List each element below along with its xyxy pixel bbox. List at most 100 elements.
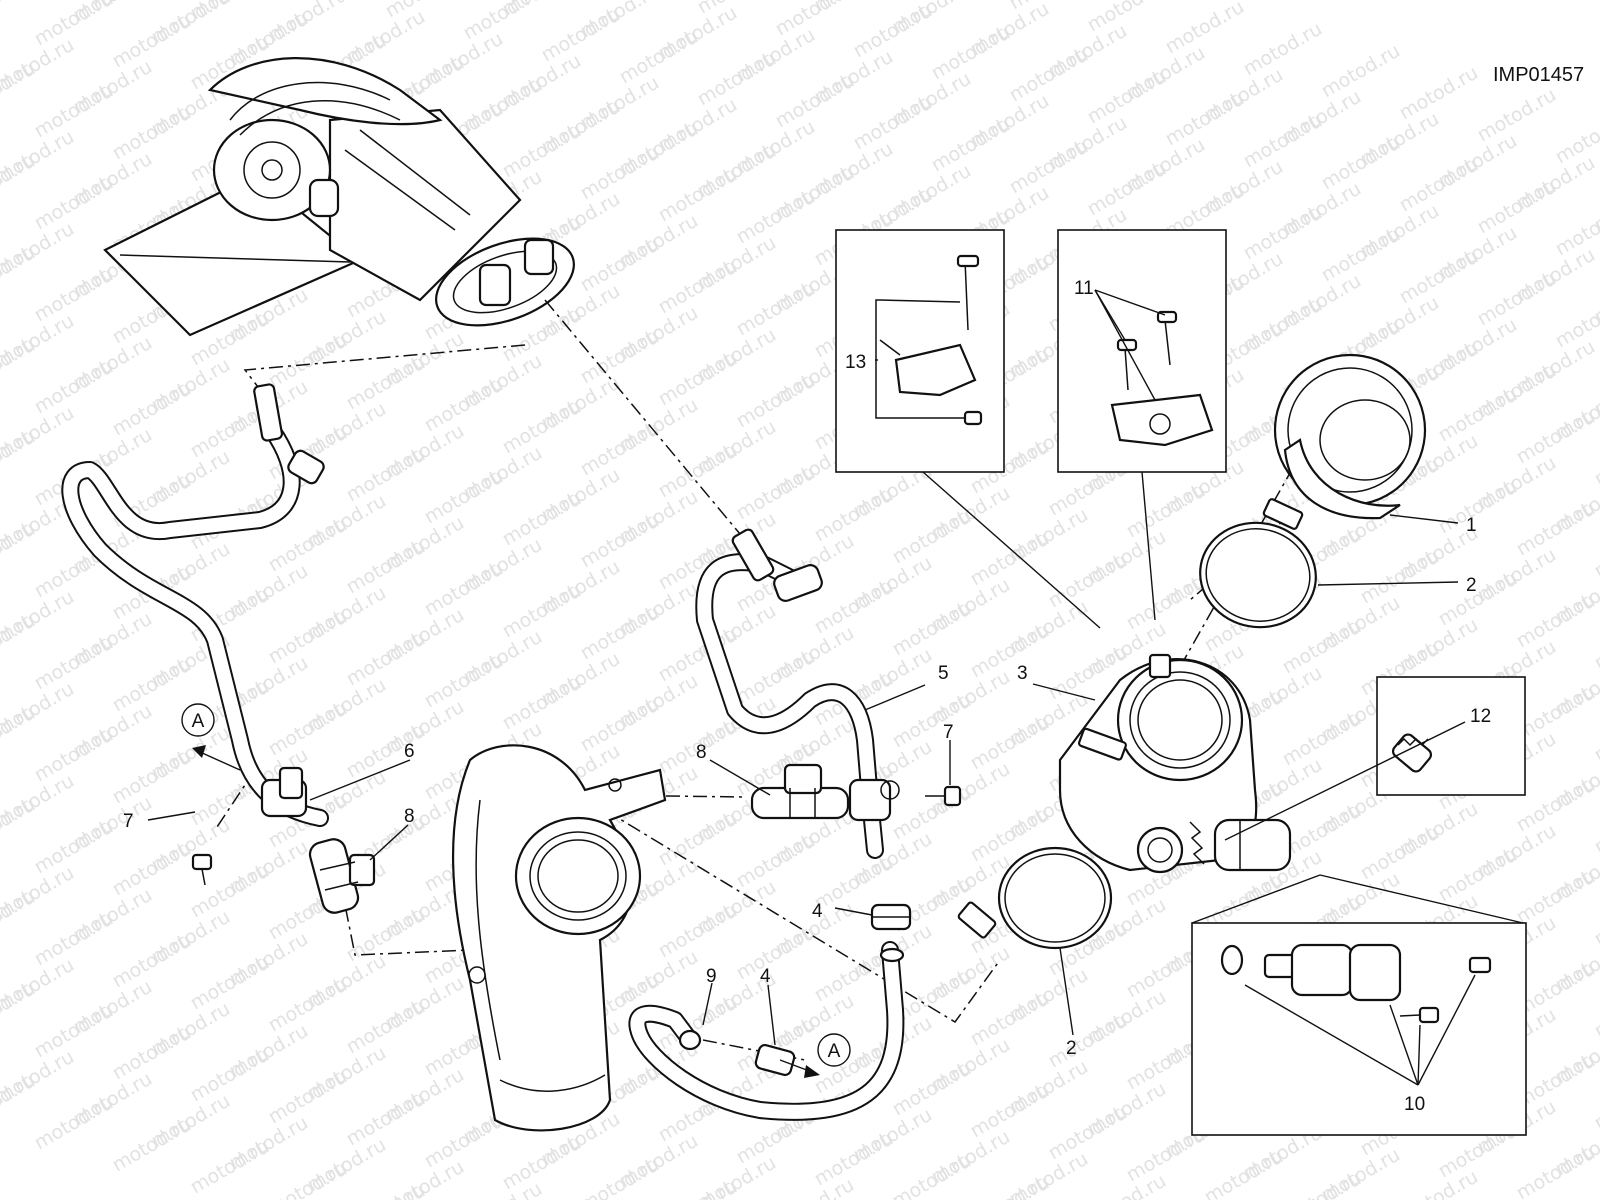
watermark-text: motod.ru bbox=[1045, 550, 1131, 613]
watermark-text: motod.ru bbox=[577, 1154, 663, 1200]
watermark-text: motod.ru bbox=[499, 580, 585, 643]
watermark-text: motod.ru bbox=[31, 264, 117, 327]
watermark-text: motod.ru bbox=[187, 1136, 273, 1199]
watermark-text: motod.ru bbox=[1591, 704, 1600, 767]
watermark-text: motod.ru bbox=[0, 978, 39, 1041]
callout-6: 6 bbox=[404, 741, 415, 762]
watermark-text: motod.ru bbox=[499, 672, 585, 735]
watermark-text: motod.ru bbox=[1396, 154, 1482, 217]
watermark-text: motod.ru bbox=[928, 114, 1014, 177]
callout-8: 8 bbox=[696, 742, 707, 763]
watermark-text: motod.ru bbox=[577, 694, 663, 757]
watermark-text: motod.ru bbox=[1591, 428, 1600, 491]
screw-left bbox=[191, 853, 213, 886]
watermark-text: motod.ru bbox=[343, 536, 429, 599]
watermark-text: motod.ru bbox=[967, 620, 1053, 683]
callout-13: 13 bbox=[845, 352, 866, 373]
callout-4: 4 bbox=[760, 966, 771, 987]
watermark-text: motod.ru bbox=[1240, 18, 1326, 81]
fuel-pump-assembly bbox=[103, 57, 575, 337]
watermark-text: motod.ru bbox=[31, 1092, 117, 1155]
watermark-text: motod.ru bbox=[1435, 844, 1521, 907]
watermark-text: motod.ru bbox=[1279, 800, 1365, 863]
watermark-text: motod.ru bbox=[577, 510, 663, 573]
watermark-text: motod.ru bbox=[31, 632, 117, 695]
watermark-text: motod.ru bbox=[1474, 84, 1560, 147]
callout-5: 5 bbox=[938, 663, 949, 684]
watermark-text: motod.ru bbox=[733, 830, 819, 893]
watermark-text: motod.ru bbox=[1396, 246, 1482, 309]
watermark-text: motod.ru bbox=[1591, 520, 1600, 583]
connector-A-left: A bbox=[181, 703, 215, 737]
watermark-text: motod.ru bbox=[733, 370, 819, 433]
watermark-text: motod.ru bbox=[1474, 268, 1560, 331]
watermark-text: motod.ru bbox=[538, 4, 624, 67]
watermark-text: motod.ru bbox=[265, 974, 351, 1037]
watermark-text: motod.ru bbox=[0, 150, 39, 213]
watermark-text: motod.ru bbox=[577, 234, 663, 297]
callout-7: 7 bbox=[123, 811, 134, 832]
watermark-text: motod.ru bbox=[1513, 1142, 1599, 1200]
watermark-text: motod.ru bbox=[1162, 88, 1248, 151]
watermark-text: motod.ru bbox=[343, 720, 429, 783]
injector-left bbox=[308, 838, 376, 914]
watermark-text: motod.ru bbox=[0, 702, 39, 765]
callouts: 1 2 2 3 4 4 5 6 7 7 8 8 9 10 11 12 13 bbox=[123, 278, 1491, 1115]
watermark-text: motod.ru bbox=[343, 352, 429, 415]
watermark-text: motod.ru bbox=[0, 0, 39, 28]
watermark-text: motod.ru bbox=[265, 514, 351, 577]
watermark-text: motod.ru bbox=[733, 186, 819, 249]
watermark-text: motod.ru bbox=[577, 602, 663, 665]
watermark-text: motod.ru bbox=[31, 356, 117, 419]
arrow-to-A-left bbox=[192, 745, 241, 771]
watermark-text: motod.ru bbox=[109, 1114, 195, 1177]
watermark-text: motod.ru bbox=[1591, 612, 1600, 675]
callout-1: 1 bbox=[1466, 515, 1477, 536]
watermark-text: motod.ru bbox=[655, 164, 741, 227]
watermark-text: motod.ru bbox=[1513, 590, 1599, 653]
watermark-text: motod.ru bbox=[1396, 62, 1482, 125]
watermark-text: motod.ru bbox=[577, 326, 663, 389]
watermark-text: motod.ru bbox=[967, 1172, 1053, 1200]
watermark-text: motod.ru bbox=[772, 70, 858, 133]
watermark-text: motod.ru bbox=[1513, 866, 1599, 929]
intake-manifold bbox=[452, 744, 667, 1132]
watermark-text: motod.ru bbox=[1591, 888, 1600, 951]
callout-3: 3 bbox=[1017, 663, 1028, 684]
callout-8: 8 bbox=[404, 806, 415, 827]
watermark-text: motod.ru bbox=[0, 794, 39, 857]
watermark-text: motod.ru bbox=[31, 0, 117, 50]
band-clamp-upper bbox=[1199, 498, 1317, 629]
callout-10: 10 bbox=[1404, 1094, 1425, 1115]
watermark-text: motod.ru bbox=[1318, 132, 1404, 195]
watermark-text: motod.ru bbox=[694, 48, 780, 111]
watermark-text: motod.ru bbox=[0, 1070, 39, 1133]
watermark-text: motod.ru bbox=[109, 838, 195, 901]
watermark-text: motod.ru bbox=[31, 816, 117, 879]
watermark-text: motod.ru bbox=[1045, 1102, 1131, 1165]
intake-boot bbox=[1273, 353, 1427, 520]
watermark-text: motod.ru bbox=[499, 120, 585, 183]
watermark-text: motod.ru bbox=[1084, 0, 1170, 36]
watermark-text: motod.ru bbox=[655, 808, 741, 871]
watermark-text: motod.ru bbox=[1084, 158, 1170, 221]
inset-box-12 bbox=[1376, 676, 1526, 796]
watermark-text: motod.ru bbox=[1006, 136, 1092, 199]
watermark-text: motod.ru bbox=[1162, 0, 1248, 58]
left-fuel-hose bbox=[61, 383, 329, 827]
watermark-text: motod.ru bbox=[187, 952, 273, 1015]
watermark-text: motod.ru bbox=[1084, 66, 1170, 129]
watermark-text: motod.ru bbox=[1318, 224, 1404, 287]
watermark-text: motod.ru bbox=[772, 0, 858, 40]
watermark-text: motod.ru bbox=[889, 1058, 975, 1121]
watermark-text: motod.ru bbox=[1513, 406, 1599, 469]
watermark-text: motod.ru bbox=[31, 80, 117, 143]
watermark-text: motod.ru bbox=[1357, 546, 1443, 609]
callout-9: 9 bbox=[706, 966, 717, 987]
watermark-text: motod.ru bbox=[967, 988, 1053, 1051]
watermark-text: motod.ru bbox=[1435, 476, 1521, 539]
connector-label: A bbox=[828, 1041, 841, 1062]
watermark-text: motod.ru bbox=[889, 1150, 975, 1200]
watermark-text: motod.ru bbox=[421, 466, 507, 529]
